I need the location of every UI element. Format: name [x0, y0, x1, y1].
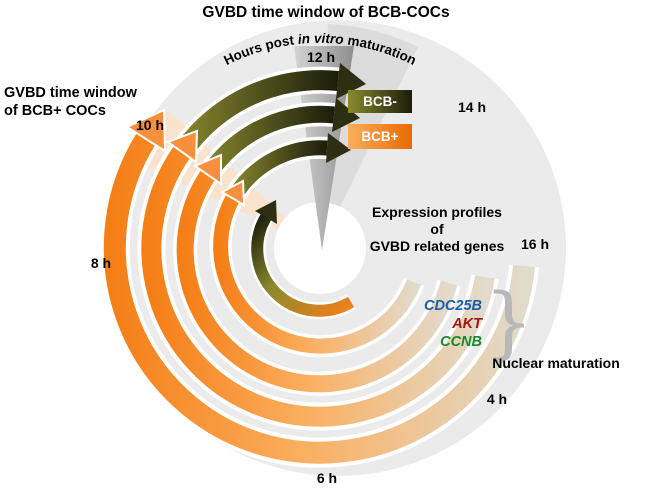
figure-title: GVBD time window of BCB-COCs	[202, 4, 449, 21]
axis-label-italic: in vitro	[297, 31, 344, 47]
legend-label-bcb-plus: BCB+	[361, 129, 398, 144]
hour-label-10: 10 h	[136, 117, 164, 133]
hour-label-12: 12 h	[307, 49, 335, 65]
bcb-plus-arrowhead-3-icon	[192, 153, 222, 186]
nuclear-maturation-arc	[103, 133, 535, 464]
expression-heading-line3: GVBD related genes	[370, 238, 505, 254]
legend-swatch-bcb-minus	[348, 90, 412, 113]
gene-label-akt: AKT	[451, 316, 483, 332]
legend-swatch-bcb-plus	[348, 124, 412, 149]
gene-group-brace: }	[484, 278, 534, 368]
hour-label-14: 14 h	[458, 99, 486, 115]
gene-label-ccnb: CCNB	[440, 334, 482, 350]
bcb-minus-arrowhead-inner-icon	[326, 133, 351, 163]
gene-arc-cdc25b	[213, 194, 421, 354]
core-arrowhead-icon	[255, 200, 277, 224]
core-arc	[251, 213, 355, 317]
bcb-minus-arrowhead-middle-icon	[332, 98, 360, 132]
bcb-plus-window-label-line1: GVBD time window	[4, 85, 138, 101]
gene-arc-akt	[176, 170, 458, 393]
gene-label-cdc25b: CDC25B	[424, 298, 482, 314]
expression-heading-line1: Expression profiles	[372, 204, 502, 220]
hour-label-16: 16 h	[521, 236, 549, 252]
nuclear-maturation-label: Nuclear maturation	[492, 355, 620, 371]
hour-label-4: 4 h	[487, 391, 507, 407]
center-highlight	[274, 202, 366, 294]
bcb-minus-arrowhead-outer-icon	[336, 63, 366, 99]
bcb-plus-arrowhead-outer-icon	[124, 108, 167, 153]
gene-arc-ccnb	[141, 146, 495, 427]
hour-label-8: 8 h	[91, 255, 111, 271]
bcb-plus-arrowhead-4-icon	[219, 179, 246, 207]
expression-heading-line2: of	[430, 221, 444, 237]
bcb-plus-arrowhead-2-icon	[165, 129, 199, 164]
legend-label-bcb-minus: BCB-	[363, 94, 397, 109]
bcb-plus-window-label-line2: of BCB+ COCs	[4, 103, 106, 119]
hour-label-6: 6 h	[317, 470, 337, 486]
